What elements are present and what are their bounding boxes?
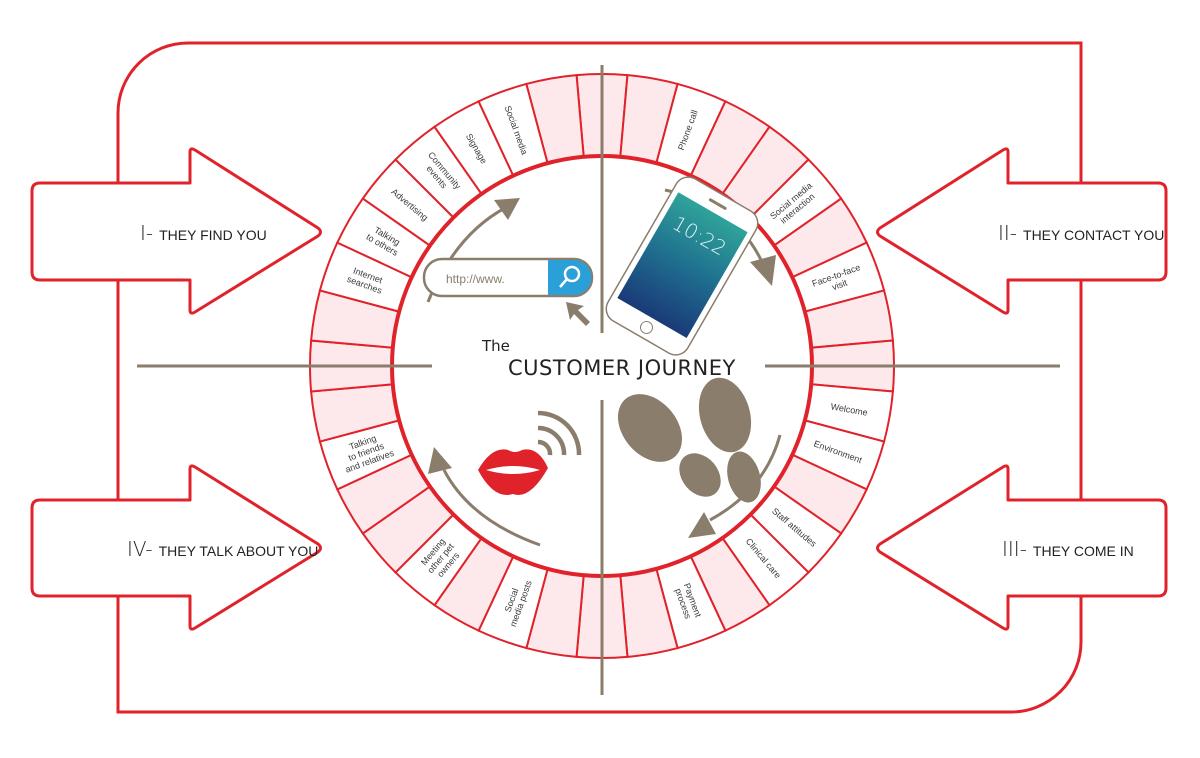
svg-text:III-THEY COME IN: III- THEY COME IN	[1002, 537, 1134, 561]
sound-waves-icon	[537, 410, 582, 456]
stage-arrow-2: II- THEY CONTACT YOU	[876, 147, 1168, 315]
search-bar: http://www.	[422, 257, 594, 298]
stage-numeral: IV-	[127, 537, 153, 561]
svg-text:IV-THEY TALK ABOUT YOU: IV- THEY TALK ABOUT YOU	[127, 537, 318, 561]
title-small: The	[481, 337, 510, 355]
stage-numeral: I-	[140, 221, 153, 245]
stage-label: THEY TALK ABOUT YOU	[159, 543, 319, 559]
stage-numeral: III-	[1002, 537, 1027, 561]
title-main: CUSTOMER JOURNEY	[508, 356, 736, 380]
svg-text:I-THEY FIND YOU: I- THEY FIND YOU	[140, 221, 267, 245]
search-icon	[559, 265, 581, 288]
stage-arrow-4: IV- THEY TALK ABOUT YOU	[30, 464, 322, 631]
curved-arrow-icon	[688, 434, 782, 538]
quadrant-dividers	[137, 65, 1060, 695]
lips-icon	[478, 449, 548, 495]
footprints-icon	[617, 377, 761, 503]
stage-arrow-1: I- THEY FIND YOU	[30, 147, 322, 315]
stage-label: THEY COME IN	[1033, 543, 1134, 559]
smartphone-icon: 10:22	[605, 176, 759, 356]
search-url-text: http://www.	[446, 272, 505, 286]
stage-label: THEY CONTACT YOU	[1023, 227, 1164, 243]
stage-label: THEY FIND YOU	[159, 227, 267, 243]
cursor-icon	[566, 302, 590, 326]
curved-arrow-icon	[428, 447, 541, 547]
stage-numeral: II-	[998, 221, 1017, 245]
svg-text:II-THEY CONTACT YOU: II- THEY CONTACT YOU	[998, 221, 1164, 245]
outer-frame	[116, 41, 1083, 714]
stage-arrow-3: III- THEY COME IN	[876, 464, 1168, 631]
